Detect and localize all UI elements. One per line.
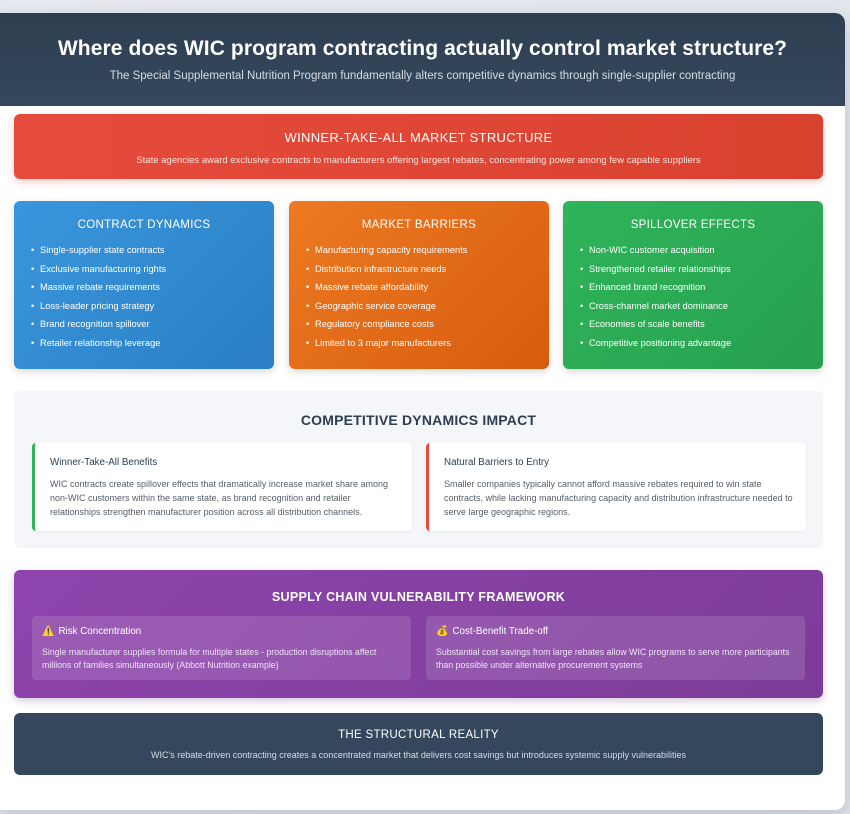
banner-text: State agencies award exclusive contracts…	[136, 155, 701, 166]
list-item: Loss-leader pricing strategy	[31, 297, 274, 316]
box-title: Risk Concentration	[58, 626, 142, 637]
page-subtitle: The Special Supplemental Nutrition Progr…	[109, 70, 736, 82]
list-item: Manufacturing capacity requirements	[306, 241, 549, 260]
warning-icon: ⚠️	[42, 626, 55, 637]
section-title: SUPPLY CHAIN VULNERABILITY FRAMEWORK	[271, 590, 566, 604]
cost-benefit-box: 💰 Cost-Benefit Trade-off Substantial cos…	[426, 616, 805, 680]
list-item: Regulatory compliance costs	[306, 315, 549, 334]
market-barriers-card: MARKET BARRIERS Manufacturing capacity r…	[289, 201, 549, 369]
list-item: Economies of scale benefits	[580, 315, 823, 334]
structural-reality-section: THE STRUCTURAL REALITY WIC's rebate-driv…	[14, 713, 823, 775]
card-title: CONTRACT DYNAMICS	[77, 219, 211, 231]
risk-concentration-box: ⚠️ Risk Concentration Single manufacture…	[32, 616, 411, 680]
box-text: Substantial cost savings from large reba…	[436, 647, 790, 670]
competitive-dynamics-section: COMPETITIVE DYNAMICS IMPACT Winner-Take-…	[14, 391, 823, 548]
list-item: Competitive positioning advantage	[580, 334, 823, 353]
card-title: SPILLOVER EFFECTS	[630, 219, 756, 231]
box-text: WIC contracts create spillover effects t…	[50, 479, 388, 517]
list-item: Distribution infrastructure needs	[306, 260, 549, 279]
list-item: Brand recognition spillover	[31, 315, 274, 334]
list-item: Cross-channel market dominance	[580, 297, 823, 316]
list-item: Limited to 3 major manufacturers	[306, 334, 549, 353]
box-title: Natural Barriers to Entry	[444, 457, 550, 468]
list-item: Massive rebate affordability	[306, 278, 549, 297]
supply-chain-section: SUPPLY CHAIN VULNERABILITY FRAMEWORK ⚠️ …	[14, 570, 823, 698]
card-list: Single-supplier state contracts Exclusiv…	[14, 241, 274, 353]
list-item: Single-supplier state contracts	[31, 241, 274, 260]
winner-take-all-banner: WINNER-TAKE-ALL MARKET STRUCTURE State a…	[14, 114, 823, 179]
banner-title: WINNER-TAKE-ALL MARKET STRUCTURE	[284, 130, 553, 145]
winner-benefits-box: Winner-Take-All Benefits WIC contracts c…	[32, 443, 412, 531]
box-text: Single manufacturer supplies formula for…	[42, 647, 377, 670]
section-title: COMPETITIVE DYNAMICS IMPACT	[300, 412, 537, 428]
list-item: Geographic service coverage	[306, 297, 549, 316]
spillover-effects-card: SPILLOVER EFFECTS Non-WIC customer acqui…	[563, 201, 823, 369]
contract-dynamics-card: CONTRACT DYNAMICS Single-supplier state …	[14, 201, 274, 369]
barriers-to-entry-box: Natural Barriers to Entry Smaller compan…	[426, 443, 806, 531]
list-item: Massive rebate requirements	[31, 278, 274, 297]
list-item: Enhanced brand recognition	[580, 278, 823, 297]
list-item: Exclusive manufacturing rights	[31, 260, 274, 279]
card-title: MARKET BARRIERS	[361, 219, 477, 231]
money-bag-icon: 💰	[436, 626, 449, 637]
section-title: THE STRUCTURAL REALITY	[338, 729, 499, 741]
box-title: Cost-Benefit Trade-off	[452, 626, 549, 637]
section-text: WIC's rebate-driven contracting creates …	[151, 750, 686, 760]
list-item: Retailer relationship leverage	[31, 334, 274, 353]
page-header: Where does WIC program contracting actua…	[0, 13, 845, 106]
box-text: Smaller companies typically cannot affor…	[444, 479, 793, 517]
card-list: Manufacturing capacity requirements Dist…	[289, 241, 549, 353]
card-list: Non-WIC customer acquisition Strengthene…	[563, 241, 823, 353]
box-title: Winner-Take-All Benefits	[50, 457, 158, 468]
page-title: Where does WIC program contracting actua…	[57, 37, 788, 60]
list-item: Non-WIC customer acquisition	[580, 241, 823, 260]
list-item: Strengthened retailer relationships	[580, 260, 823, 279]
